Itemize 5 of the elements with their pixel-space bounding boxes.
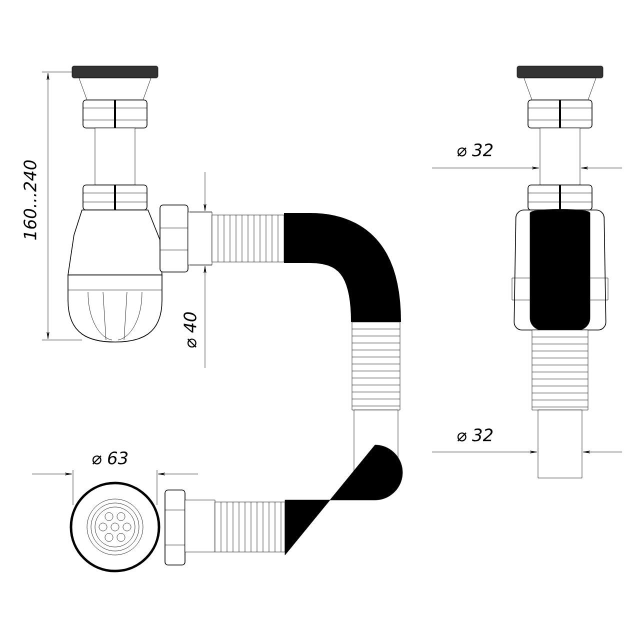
dimension-label: ⌀ 32 <box>457 428 493 442</box>
dimension-label: ⌀ 63 <box>92 452 128 464</box>
dimension-label: ⌀ 32 <box>457 144 493 156</box>
dimension-label: ⌀ 40 <box>184 312 196 348</box>
dimension-label: 160...240 <box>24 160 36 240</box>
